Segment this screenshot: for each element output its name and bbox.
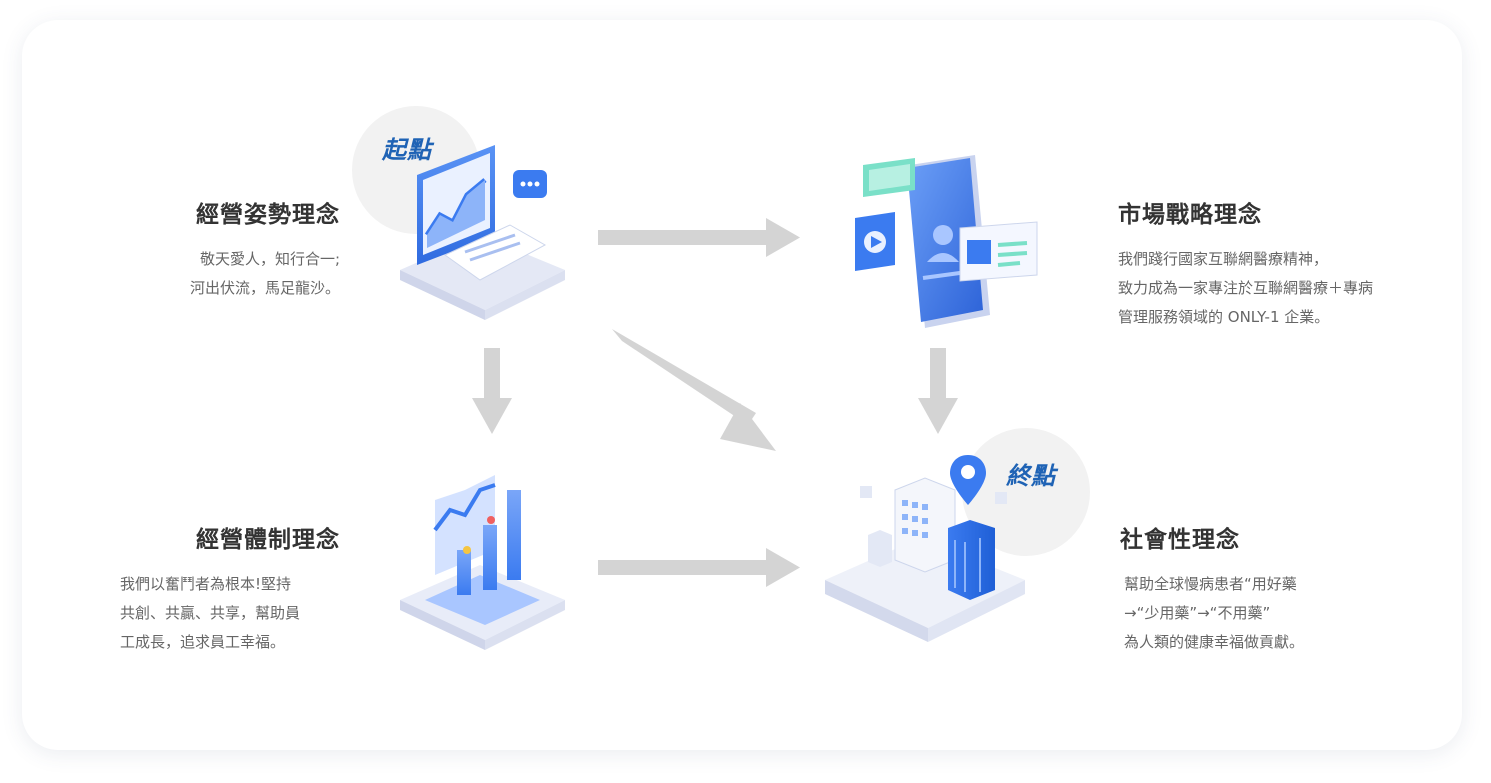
block-description: 敬天愛人，知行合一; 河出伏流，馬足龍沙。: [130, 245, 340, 303]
laptop-chart-icon: [400, 145, 565, 320]
block-description: 幫助全球慢病患者“用好藥 →“少用藥”→“不用藥” 為人類的健康幸福做貢獻。: [1120, 570, 1380, 657]
desc-line: →“少用藥”→“不用藥”: [1124, 604, 1271, 622]
arrow-icon: [472, 348, 512, 434]
desc-line: 致力成為一家專注於互聯網醫療＋專病: [1118, 279, 1374, 297]
desc-line: 為人類的健康幸福做貢獻。: [1124, 633, 1305, 651]
block-title: 市場戰略理念: [1118, 202, 1262, 228]
desc-line: 幫助全球慢病患者“用好藥: [1124, 575, 1297, 593]
bar-chart-platform-icon: [400, 475, 565, 650]
desc-line: 共創、共贏、共享，幫助員: [120, 604, 301, 622]
arrow-icon: [918, 348, 958, 434]
arrow-icon: [598, 548, 800, 587]
start-badge: 起點: [382, 136, 432, 164]
block-social: 社會性理念 幫助全球慢病患者“用好藥 →“少用藥”→“不用藥” 為人類的健康幸福…: [1120, 520, 1380, 657]
block-market-strategy: 市場戰略理念 我們踐行國家互聯網醫療精神， 致力成為一家專注於互聯網醫療＋專病 …: [1118, 195, 1448, 332]
block-title: 經營姿勢理念: [196, 202, 340, 228]
desc-line: 管理服務領域的 ONLY-1 企業。: [1118, 308, 1330, 326]
desc-line: 我們踐行國家互聯網醫療精神，: [1118, 250, 1329, 268]
block-operation-posture: 經營姿勢理念 敬天愛人，知行合一; 河出伏流，馬足龍沙。: [130, 195, 340, 303]
phone-profile-icon: [855, 155, 1038, 328]
desc-line: 我們以奮鬥者為根本!堅持: [120, 575, 292, 593]
desc-line: 敬天愛人，知行合一;: [199, 250, 340, 268]
block-description: 我們以奮鬥者為根本!堅持 共創、共贏、共享，幫助員 工成長，追求員工幸福。: [100, 570, 340, 657]
arrow-icon: [612, 329, 776, 451]
block-description: 我們踐行國家互聯網醫療精神， 致力成為一家專注於互聯網醫療＋專病 管理服務領域的…: [1118, 245, 1448, 332]
block-title: 經營體制理念: [196, 527, 340, 553]
desc-line: 河出伏流，馬足龍沙。: [189, 279, 340, 297]
diagram-card: [22, 20, 1462, 750]
block-operation-system: 經營體制理念 我們以奮鬥者為根本!堅持 共創、共贏、共享，幫助員 工成長，追求員…: [100, 520, 340, 657]
arrow-icon: [598, 218, 800, 257]
block-title: 社會性理念: [1120, 527, 1240, 553]
desc-line: 工成長，追求員工幸福。: [120, 633, 286, 651]
end-badge: 終點: [1006, 462, 1056, 490]
city-location-icon: [825, 455, 1025, 642]
